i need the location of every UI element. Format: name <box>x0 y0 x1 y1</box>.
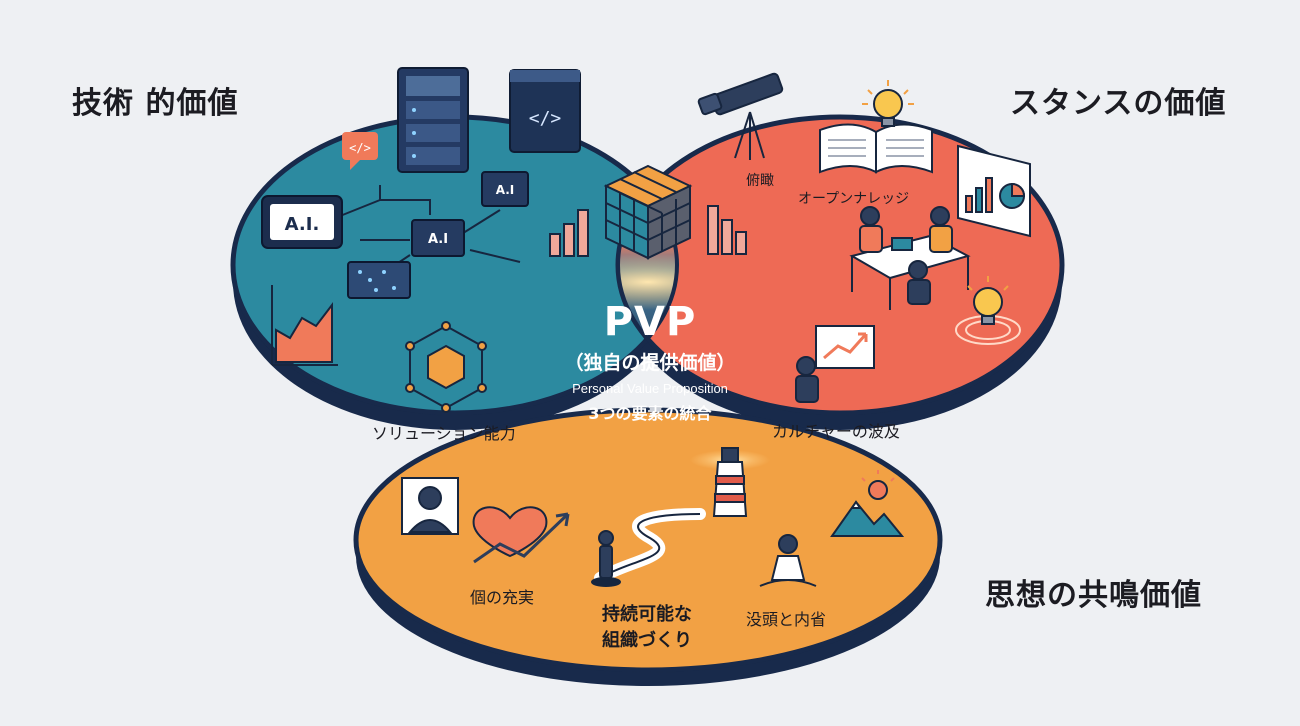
title-thought-resonance-value: 思想の共鳴価値 <box>985 578 1202 613</box>
label-sustainable-org-1: 持続可能な <box>602 604 692 625</box>
label-solution-ability: ソリューション能力 <box>372 424 516 443</box>
winding-path-icon <box>594 508 706 584</box>
presentation-board-icon <box>957 144 1031 238</box>
lighthouse-icon <box>690 447 770 517</box>
title-stance-value: スタンスの価値 <box>1010 86 1227 121</box>
pvp-center: PVP （独自の提供価値） Personal Value Proposition… <box>520 300 780 424</box>
walking-person-icon <box>591 530 621 587</box>
label-immersion-reflection: 没頭と内省 <box>746 610 827 629</box>
pvp-subtitle-en: Personal Value Proposition <box>572 381 728 396</box>
ai-chip-main-icon: A.I. <box>261 195 343 249</box>
circuit-board-icon <box>347 261 411 299</box>
title-technical-value: 技術 的価値 <box>72 86 239 121</box>
svg-text:</>: </> <box>529 108 562 129</box>
mountain-sun-icon <box>830 470 905 537</box>
area-chart-icon <box>271 285 338 366</box>
code-bubble-icon: </> <box>342 132 378 170</box>
ai-chip-small-icon-2: A.I <box>411 219 465 257</box>
lightbulb-icon <box>862 80 914 127</box>
telescope-icon <box>697 72 784 160</box>
open-book-icon <box>819 123 933 174</box>
server-rack-icon <box>397 67 469 173</box>
bar-chart-right-icon <box>707 205 747 255</box>
solution-cube-icon <box>405 321 487 413</box>
person-avatar-icon <box>401 477 459 535</box>
ai-chip-small-icon-1: A.I <box>481 171 529 207</box>
label-individual-fulfillment: 個の充実 <box>470 588 535 607</box>
label-overview: 俯瞰 <box>746 173 774 189</box>
pvp-subtitle-jp: （独自の提供価値） <box>564 352 736 374</box>
bar-chart-left-icon <box>549 209 589 257</box>
team-meeting-icon <box>849 206 971 310</box>
label-open-knowledge: オープンナレッジ <box>798 191 910 207</box>
culture-chart-icon <box>795 325 875 403</box>
rubiks-cube-icon <box>603 164 693 260</box>
ai-chip-small-label-1: A.I <box>496 183 515 197</box>
meditation-icon <box>759 534 817 587</box>
ai-chip-main-label: A.I. <box>285 214 320 235</box>
label-sustainable-org-2: 組織づくり <box>602 630 692 651</box>
lightbulb-rings-icon <box>955 276 1021 345</box>
pvp-subtitle-jp2: 3つの要素の統合 <box>588 404 712 423</box>
heart-growth-icon <box>472 506 570 564</box>
code-glyph: </> <box>349 141 371 155</box>
label-culture-spread: カルチャーの波及 <box>772 422 900 441</box>
ai-chip-small-label-2: A.I <box>428 232 448 247</box>
pvp-title: PVP <box>603 299 697 345</box>
code-window-icon: </> <box>509 69 581 153</box>
